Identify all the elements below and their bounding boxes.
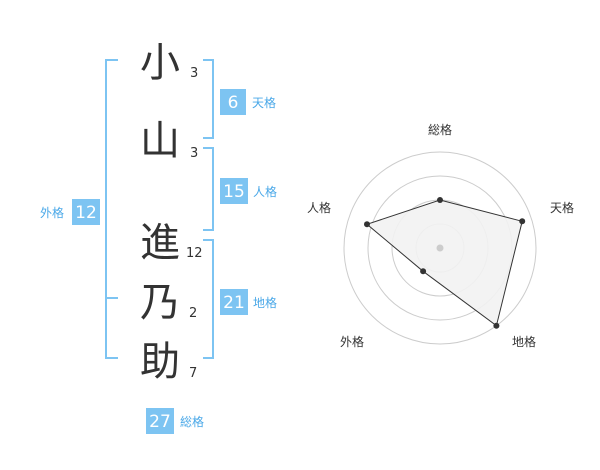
gaikaku-badge: 12 外格 [40,199,100,225]
radar-axis-label: 地格 [512,334,536,349]
radar-center-dot [436,244,444,252]
soukaku-value: 27 [149,412,171,432]
char-1: 小 [140,40,180,86]
jinkaku-badge: 15 人格 [220,178,277,204]
radar-chart: 総格 天格 地格 外格 人格 [307,122,574,349]
char-3: 進 [140,220,180,266]
radar-point [437,197,443,203]
radar-axis-label: 人格 [307,200,331,215]
radar-point [420,268,427,275]
char-5: 助 [140,339,180,385]
jinkaku-label: 人格 [253,184,277,199]
gaikaku-label: 外格 [40,205,64,220]
jinkaku-bracket [203,147,214,231]
tenkaku-label: 天格 [252,95,276,110]
radar-shape [365,199,523,327]
strokes-1: 3 [190,66,198,81]
char-4: 乃 [140,280,180,326]
soukaku-label: 総格 [180,414,204,429]
strokes-2: 3 [190,146,198,161]
radar-point [493,322,500,329]
char-2: 山 [140,118,180,164]
radar-axis-label: 天格 [550,200,574,215]
radar-axis-label: 外格 [340,334,364,349]
jinkaku-value: 15 [223,182,245,202]
chikaku-label: 地格 [253,295,277,310]
soukaku-badge: 27 総格 [146,408,204,434]
tenkaku-bracket [203,59,214,139]
brackets [105,59,214,359]
strokes-5: 7 [189,366,197,381]
tenkaku-badge: 6 天格 [220,89,276,115]
radar-ring [343,151,537,345]
radar-axis-label: 総格 [428,122,452,137]
tenkaku-value: 6 [228,93,239,113]
radar-point [519,218,526,225]
chikaku-bracket [203,239,214,359]
radar-points [364,197,526,329]
chikaku-badge: 21 地格 [220,289,277,315]
chikaku-value: 21 [223,293,245,313]
strokes-3: 12 [186,246,203,261]
strokes-4: 2 [189,306,197,321]
gaikaku-value: 12 [75,203,97,223]
gaikaku-bracket [105,59,118,359]
radar-point [364,221,370,228]
